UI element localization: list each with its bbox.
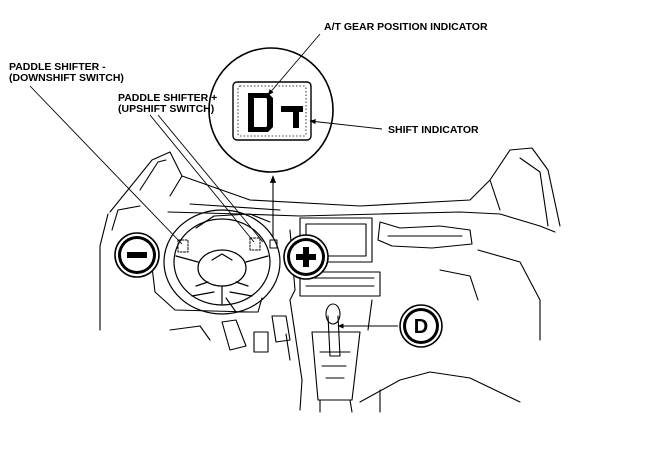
paddle-switch-marks — [177, 237, 278, 253]
pedal-accel — [271, 315, 291, 343]
honda-logo — [211, 253, 233, 261]
climate-panel — [299, 271, 381, 297]
drive-symbol: D — [414, 316, 428, 338]
leader-gear-position — [267, 33, 321, 96]
pedal-brake — [253, 331, 269, 353]
minus-icon — [127, 252, 147, 258]
gear-number-7 — [281, 106, 303, 128]
gear-display-inner — [237, 85, 307, 137]
indicator-sensor-mark — [269, 239, 278, 249]
minus-badge — [114, 232, 160, 278]
label-shift-indicator: SHIFT INDICATOR — [388, 124, 479, 136]
gear-letter-d — [248, 93, 273, 132]
label-paddle-plus-1: PADDLE SHIFTER + — [118, 92, 217, 104]
label-paddle-minus-2: (DOWNSHIFT SWITCH) — [9, 72, 124, 84]
leader-upshift — [149, 114, 255, 243]
gear-display-glyphs — [248, 93, 303, 132]
shift-boot — [311, 331, 361, 401]
steering-wheel — [163, 209, 281, 315]
plus-badge — [283, 234, 329, 280]
label-at-gear-position: A/T GEAR POSITION INDICATOR — [324, 21, 488, 33]
car-interior-lineart — [99, 147, 561, 413]
leader-shift-indicator — [309, 119, 383, 130]
passenger-vent — [377, 221, 473, 249]
pedal-left — [169, 325, 211, 341]
label-paddle-minus-1: PADDLE SHIFTER - — [9, 61, 106, 73]
leader-downshift — [29, 85, 183, 245]
label-paddle-plus-2: (UPSHIFT SWITCH) — [118, 103, 214, 115]
drive-badge: D — [399, 304, 443, 348]
upshift-switch-mark — [249, 237, 261, 251]
leader-lines — [29, 33, 398, 329]
downshift-switch-mark — [177, 239, 189, 253]
plus-icon-v — [303, 247, 309, 267]
